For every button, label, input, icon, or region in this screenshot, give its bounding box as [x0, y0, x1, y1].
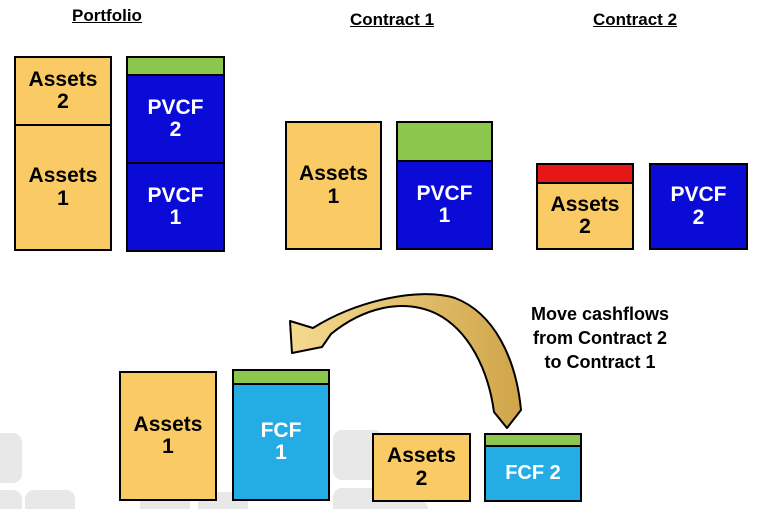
background-square	[0, 433, 22, 483]
portfolio-pvcf1-segment: PVCF 1	[128, 164, 223, 250]
portfolio-assets-bar: Assets 2 Assets 1	[14, 56, 112, 251]
portfolio-green-cap	[128, 58, 223, 76]
background-square	[378, 500, 428, 509]
result-fcf2-green-cap	[486, 435, 580, 447]
result-fcf2-bar: FCF 2	[484, 433, 582, 502]
portfolio-pvcf1-label: PVCF 1	[147, 183, 204, 229]
portfolio-title: Portfolio	[72, 6, 142, 25]
portfolio-pvcf2-segment: PVCF 2	[128, 76, 223, 164]
contract2-pvcf2-segment: PVCF 2	[651, 165, 746, 248]
contract1-green-cap	[398, 123, 491, 162]
result-assets2-segment: Assets 2	[374, 435, 469, 500]
contract1-assets1-label: Assets 1	[299, 162, 368, 208]
background-square	[333, 488, 383, 509]
portfolio-assets2-label: Assets 2	[28, 67, 98, 113]
result-fcf1-bar: FCF 1	[232, 369, 330, 501]
result-assets2-bar: Assets 2	[372, 433, 471, 502]
result-assets1-bar: Assets 1	[119, 371, 217, 501]
contract2-red-cap	[538, 165, 632, 184]
contract2-pvcf2-label: PVCF 2	[670, 183, 727, 229]
result-assets1-segment: Assets 1	[121, 373, 215, 499]
portfolio-assets1-label: Assets 1	[28, 164, 98, 210]
contract1-pvcf1-label: PVCF 1	[416, 181, 473, 227]
portfolio-assets2-segment: Assets 2	[16, 58, 110, 126]
portfolio-pvcf-bar: PVCF 2 PVCF 1	[126, 56, 225, 252]
result-fcf1-green-cap	[234, 371, 328, 385]
result-fcf1-segment: FCF 1	[234, 385, 328, 499]
background-square	[0, 490, 22, 509]
move-cashflows-annotation: Move cashflows from Contract 2 to Contra…	[530, 304, 670, 372]
contract1-title: Contract 1	[349, 10, 435, 29]
contract2-assets-bar: Assets 2	[536, 163, 634, 250]
contract1-pvcf1-segment: PVCF 1	[398, 162, 491, 248]
result-assets2-label: Assets 2	[387, 444, 456, 490]
contract1-pvcf-bar: PVCF 1	[396, 121, 493, 250]
contract1-assets1-segment: Assets 1	[287, 123, 380, 248]
contract2-assets2-label: Assets 2	[550, 192, 620, 238]
result-fcf2-label: FCF 2	[505, 461, 561, 484]
result-fcf2-segment: FCF 2	[486, 447, 580, 500]
portfolio-pvcf2-label: PVCF 2	[147, 95, 204, 141]
contract2-title: Contract 2	[592, 10, 678, 29]
result-assets1-label: Assets 1	[133, 412, 203, 458]
portfolio-assets1-segment: Assets 1	[16, 126, 110, 249]
result-fcf1-label: FCF 1	[260, 418, 302, 464]
contract2-pvcf-bar: PVCF 2	[649, 163, 748, 250]
contract2-assets2-segment: Assets 2	[538, 184, 632, 248]
contract1-assets-bar: Assets 1	[285, 121, 382, 250]
background-square	[25, 490, 75, 509]
